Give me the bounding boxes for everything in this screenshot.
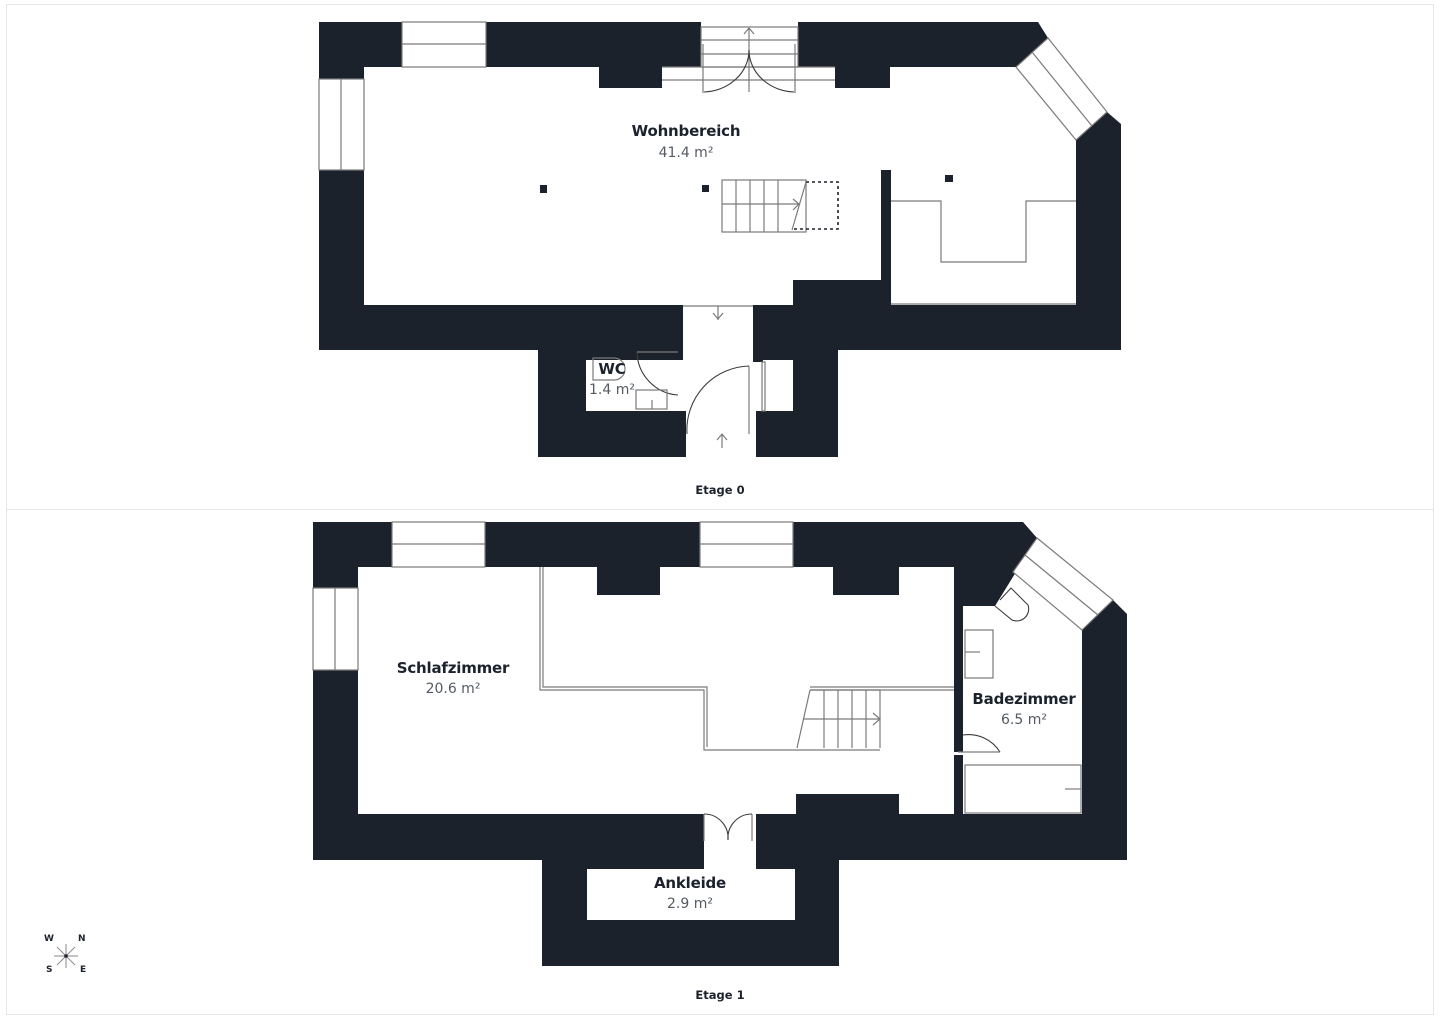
room-name-wc: WC — [598, 360, 626, 378]
floor-1-windows — [312, 521, 1114, 671]
room-area-badezimmer: 6.5 m² — [1001, 712, 1047, 728]
room-name-schlafzimmer: Schlafzimmer — [396, 659, 510, 677]
floor-0-windows — [318, 21, 1108, 171]
floor-label-etage-1: Etage 1 — [695, 988, 745, 1002]
floor-1-walls — [313, 522, 1127, 966]
floor-label-etage-0: Etage 0 — [695, 483, 745, 497]
room-area-wc: 1.4 m² — [589, 382, 635, 398]
room-name-badezimmer: Badezimmer — [972, 690, 1076, 708]
compass-label-e: E — [80, 965, 87, 975]
floor-1-fixtures — [539, 567, 1082, 841]
compass-label-s: S — [46, 965, 53, 975]
floor-divider — [6, 509, 1434, 510]
room-name-ankleide: Ankleide — [653, 874, 727, 892]
floor-0-walls — [319, 22, 1121, 457]
room-area-ankleide: 2.9 m² — [667, 896, 713, 912]
compass-rose-icon: W N S E — [38, 930, 94, 978]
room-name-wohnbereich: Wohnbereich — [631, 122, 741, 140]
room-area-wohnbereich: 41.4 m² — [658, 145, 714, 161]
floor-0-fixtures — [592, 179, 1076, 448]
compass-label-n: N — [78, 934, 86, 944]
room-area-schlafzimmer: 20.6 m² — [425, 681, 481, 697]
compass-label-w: W — [44, 934, 54, 944]
